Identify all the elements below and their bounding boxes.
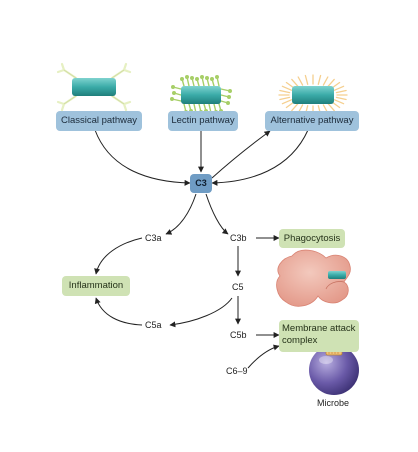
inflammation-label: Inflammation <box>68 280 124 291</box>
lectin-protein-head <box>171 90 176 95</box>
c5-label: C5 <box>232 282 244 292</box>
membrane-attack-complex-box: Membrane attack complex <box>279 320 359 352</box>
c5a-label: C5a <box>145 320 162 330</box>
complement-ray <box>281 85 293 91</box>
lectin-protein-head <box>184 74 189 79</box>
mac-label-line1: Membrane attack <box>282 323 356 334</box>
classical-pathway-box: Classical pathway <box>56 111 142 131</box>
c3-node: C3 <box>190 174 212 193</box>
lectin-pathway-box: Lectin pathway <box>168 111 238 131</box>
complement-ray <box>327 102 335 112</box>
complement-ray <box>279 96 291 101</box>
lectin-protein-head <box>226 94 231 99</box>
lectin-protein-head <box>170 84 175 89</box>
lectin-protein-head <box>189 75 194 80</box>
lectin-protein-head <box>227 88 232 93</box>
c6-9-label: C6–9 <box>226 366 248 376</box>
complement-ray <box>317 74 322 85</box>
arrow-c3-to-c3a <box>165 193 197 235</box>
arrow-c69-to-mac <box>247 344 280 369</box>
lectin-protein-head <box>179 76 184 81</box>
lectin-pathway-label: Lectin pathway <box>171 115 235 126</box>
complement-ray <box>279 89 291 94</box>
arrow-c3-to-c3b <box>205 193 229 235</box>
arrows <box>94 129 309 369</box>
lectin-protein-head <box>225 100 230 105</box>
c3a-label: C3a <box>145 233 162 243</box>
complement-ray <box>327 78 335 88</box>
lectin-protein-head <box>169 96 174 101</box>
alternative-bacterium-icon <box>278 74 348 116</box>
lectin-protein-head <box>204 75 209 80</box>
lectin-protein-head <box>209 76 214 81</box>
arrow-c5a-to-inflammation <box>94 297 143 326</box>
complement-ray <box>322 76 329 86</box>
complement-ray <box>297 76 304 86</box>
lectin-protein-head <box>199 74 204 79</box>
complement-ray <box>335 96 347 101</box>
inflammation-box: Inflammation <box>62 276 130 296</box>
complement-ray <box>304 74 309 85</box>
complement-ray <box>291 78 299 88</box>
arrow-c5-to-c5a <box>169 297 233 328</box>
phagocyte-icon <box>276 249 351 307</box>
arrow-alternative-to-c3 <box>211 129 309 186</box>
phagocytosis-box: Phagocytosis <box>279 229 345 248</box>
classical-bacterium-icon <box>56 62 132 112</box>
microbe-icon <box>309 345 359 395</box>
arrow-c3-feedback <box>211 130 271 179</box>
microbe-label: Microbe <box>317 398 350 408</box>
lectin-bacterium-icon <box>169 74 232 115</box>
lectin-protein-head <box>194 76 199 81</box>
arrow-classical-to-c3 <box>94 129 191 186</box>
complement-ray <box>281 99 293 105</box>
classical-pathway-label: Classical pathway <box>60 115 138 126</box>
alternative-pathway-label: Alternative pathway <box>270 115 354 126</box>
c5b-label: C5b <box>230 330 247 340</box>
complement-ray <box>335 89 347 94</box>
phagocytosis-label: Phagocytosis <box>283 233 341 244</box>
mac-label-line2: complex <box>282 335 318 346</box>
alternative-pathway-box: Alternative pathway <box>265 111 359 131</box>
complement-ray <box>291 102 299 112</box>
c3-label: C3 <box>195 178 207 188</box>
c3b-label: C3b <box>230 233 247 243</box>
engulfed-bacterium-icon <box>328 271 346 279</box>
arrow-c3a-to-inflammation <box>94 237 143 275</box>
complement-ray <box>333 85 345 91</box>
complement-ray <box>333 99 345 105</box>
lectin-protein-head <box>214 74 219 79</box>
